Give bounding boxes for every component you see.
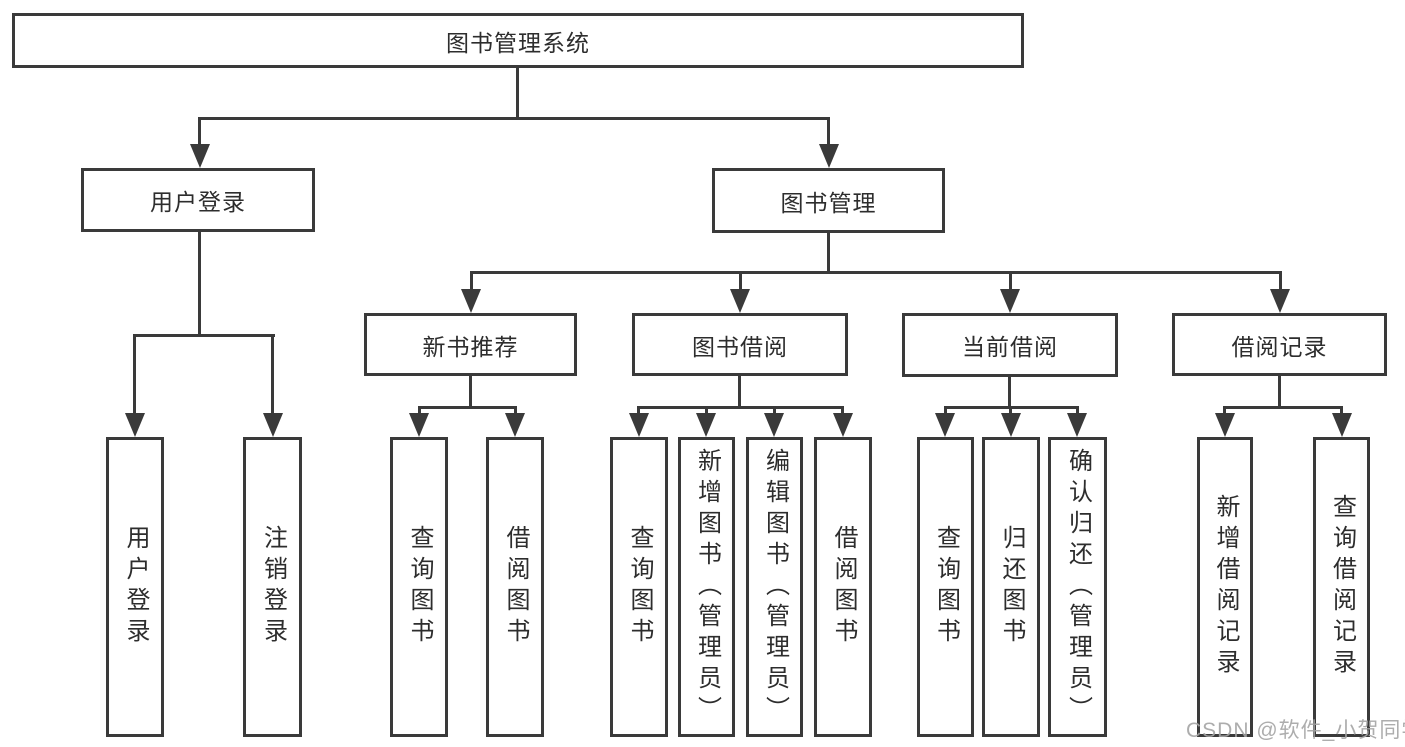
connector-line bbox=[1009, 271, 1012, 293]
arrow-down-icon bbox=[1215, 413, 1235, 437]
connector-line bbox=[418, 406, 517, 409]
connector-line bbox=[271, 334, 274, 414]
arrow-down-icon bbox=[125, 413, 145, 437]
connector-line bbox=[1076, 406, 1079, 416]
connector-line bbox=[1223, 406, 1226, 416]
connector-line bbox=[827, 117, 830, 147]
arrow-down-icon bbox=[1067, 413, 1087, 437]
connector-line bbox=[739, 271, 742, 293]
connector-line bbox=[514, 406, 517, 416]
node-user-login: 用户登录 bbox=[81, 168, 315, 232]
leaf-edit-books-admin: 编辑图书（管理员） bbox=[746, 437, 803, 737]
connector-line bbox=[1223, 406, 1343, 409]
arrow-down-icon bbox=[505, 413, 525, 437]
leaf-borrow-books: 借阅图书 bbox=[814, 437, 872, 737]
leaf-label: 查询图书 bbox=[406, 525, 433, 649]
arrow-down-icon bbox=[409, 413, 429, 437]
arrow-down-icon bbox=[1001, 413, 1021, 437]
connector-line bbox=[516, 68, 519, 118]
arrow-down-icon bbox=[1000, 289, 1020, 313]
connector-line bbox=[841, 406, 844, 416]
arrow-down-icon bbox=[461, 289, 481, 313]
arrow-down-icon bbox=[190, 144, 210, 168]
leaf-label: 新增借阅记录 bbox=[1212, 494, 1239, 680]
arrow-down-icon bbox=[1270, 289, 1290, 313]
connector-line bbox=[133, 334, 275, 337]
leaf-label: 查询图书 bbox=[932, 525, 960, 649]
connector-line bbox=[637, 406, 640, 416]
connector-line bbox=[1279, 271, 1282, 293]
connector-line bbox=[827, 233, 830, 274]
leaf-add-borrow-record: 新增借阅记录 bbox=[1197, 437, 1253, 737]
connector-line bbox=[469, 376, 472, 409]
arrow-down-icon bbox=[935, 413, 955, 437]
connector-line bbox=[198, 232, 201, 336]
connector-line bbox=[470, 271, 1282, 274]
leaf-logout: 注销登录 bbox=[243, 437, 302, 737]
node-current-borrowing: 当前借阅 bbox=[902, 313, 1118, 377]
connector-line bbox=[470, 271, 473, 293]
leaf-label: 借阅图书 bbox=[502, 525, 529, 649]
connector-line bbox=[1009, 406, 1012, 416]
leaf-borrow-books-recommend: 借阅图书 bbox=[486, 437, 544, 737]
arrow-down-icon bbox=[819, 144, 839, 168]
leaf-return-books: 归还图书 bbox=[982, 437, 1040, 737]
node-library-management-system: 图书管理系统 bbox=[12, 13, 1024, 68]
leaf-label: 查询图书 bbox=[626, 525, 653, 649]
arrow-down-icon bbox=[696, 413, 716, 437]
leaf-query-borrow-record: 查询借阅记录 bbox=[1313, 437, 1370, 737]
leaf-label: 借阅图书 bbox=[830, 525, 857, 649]
leaf-label: 注销登录 bbox=[259, 525, 287, 649]
arrow-down-icon bbox=[263, 413, 283, 437]
arrow-down-icon bbox=[833, 413, 853, 437]
connector-line bbox=[1278, 376, 1281, 409]
connector-line bbox=[198, 117, 830, 120]
connector-line bbox=[773, 406, 776, 416]
connector-line bbox=[944, 406, 947, 416]
node-book-borrowing: 图书借阅 bbox=[632, 313, 848, 376]
connector-line bbox=[1340, 406, 1343, 416]
node-book-management: 图书管理 bbox=[712, 168, 945, 233]
connector-line bbox=[705, 406, 708, 416]
leaf-label: 归还图书 bbox=[998, 525, 1025, 649]
arrow-down-icon bbox=[1332, 413, 1352, 437]
arrow-down-icon bbox=[764, 413, 784, 437]
leaf-query-books-current: 查询图书 bbox=[917, 437, 974, 737]
leaf-confirm-return-admin: 确认归还（管理员） bbox=[1048, 437, 1107, 737]
node-borrow-records: 借阅记录 bbox=[1172, 313, 1387, 376]
arrow-down-icon bbox=[730, 289, 750, 313]
leaf-label: 用户登录 bbox=[122, 525, 149, 649]
csdn-watermark: CSDN @软件_小贺同学 bbox=[1186, 719, 1405, 742]
node-new-book-recommend: 新书推荐 bbox=[364, 313, 577, 376]
connector-line bbox=[198, 117, 201, 147]
leaf-user-login: 用户登录 bbox=[106, 437, 164, 737]
leaf-label: 查询借阅记录 bbox=[1328, 494, 1356, 680]
leaf-label: 确认归还（管理员） bbox=[1064, 447, 1092, 727]
arrow-down-icon bbox=[629, 413, 649, 437]
leaf-query-books-borrow: 查询图书 bbox=[610, 437, 668, 737]
connector-line bbox=[738, 376, 741, 409]
connector-line bbox=[1008, 377, 1011, 409]
connector-line bbox=[637, 406, 844, 409]
leaf-label: 新增图书（管理员） bbox=[693, 447, 721, 727]
connector-line bbox=[133, 334, 136, 414]
leaf-query-books-recommend: 查询图书 bbox=[390, 437, 448, 737]
leaf-add-books-admin: 新增图书（管理员） bbox=[678, 437, 735, 737]
leaf-label: 编辑图书（管理员） bbox=[761, 447, 789, 727]
connector-line bbox=[418, 406, 421, 416]
